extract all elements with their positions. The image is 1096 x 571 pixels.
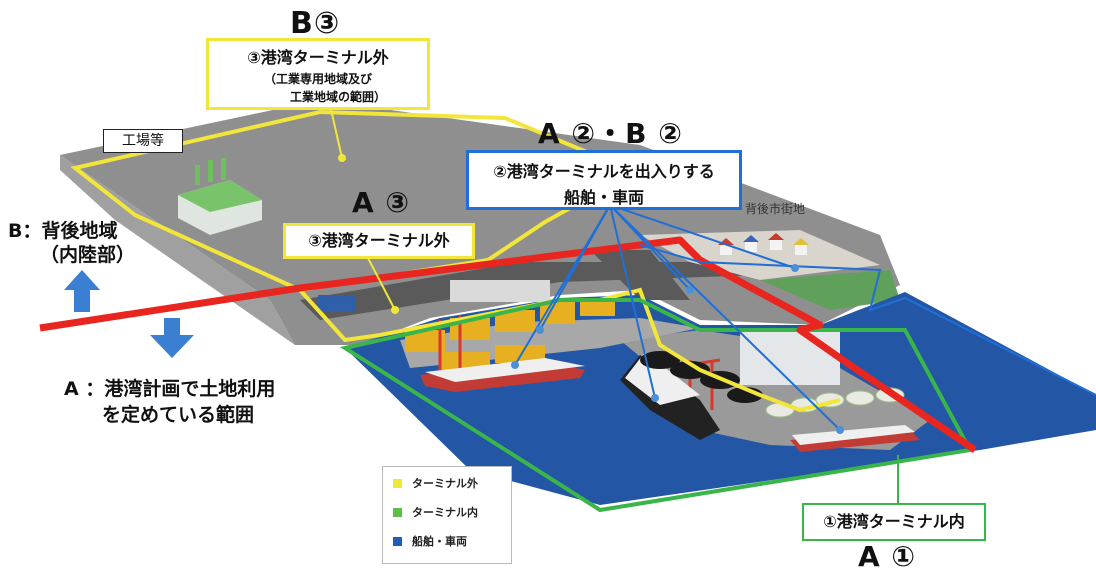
ship-icon [420,352,920,452]
green-area [760,270,900,310]
vehicle-pointer-dots [511,264,844,434]
outside-pointer-lines [329,104,396,311]
legend-label: 船舶・車両 [412,535,467,548]
legend-swatch [393,507,402,517]
factory-icon [178,158,262,235]
vehicle-area-line [639,244,1096,396]
a-area-line2: を定めている範囲 [102,404,255,426]
legend-label: ターミナル内 [412,506,478,519]
b3-box-line2: （工業専用地域及び [263,72,372,86]
planning-area-line [39,236,977,453]
a2b2-heading: A ②・B ② [538,117,683,150]
outer-boundary-line [70,109,640,293]
a-area-line1: A ：港湾計画で土地利用 [64,378,276,400]
legend-label: ターミナル外 [412,477,478,490]
a3-heading: A ③ [352,186,411,219]
factory-label: 工場等 [103,129,183,153]
outside-pointer-dot [391,306,399,314]
b3-box-title: ③港湾ターミナル外 [247,48,389,67]
a1-heading: A ① [858,540,917,571]
outside-pointer-dot [338,154,346,162]
b3-box-line3: 工業地域の範囲） [289,90,386,104]
a3-callout-box: ③港湾ターミナル外 [283,223,475,259]
b-area-line1: B：背後地域 [8,220,118,242]
road [590,250,690,300]
terminal-boundary-line [339,298,974,513]
legend-item-inside: ターミナル内 [383,499,511,525]
a2b2-box-line2: 船舶・車両 [563,188,644,207]
arrow-up-icon [64,270,100,312]
industrial-plant [740,330,840,385]
b3-callout-box: ③港湾ターミナル外 （工業専用地域及び 工業地域の範囲） [206,38,430,110]
arrow-down-icon [150,318,194,358]
legend-swatch [393,536,402,546]
legend-item-outside: ターミナル外 [383,470,511,496]
legend: ターミナル外 ターミナル内 船舶・車両 [382,466,512,564]
b3-heading: B③ [290,6,341,41]
terminal-outside-line [298,287,841,413]
warehouse [450,280,550,302]
vehicle-pointer-lines [514,204,841,431]
a2b2-box-line1: ②港湾ターミナルを出入りする [493,162,715,181]
urban-area-label: 背後市街地 [745,202,806,216]
legend-item-vehicles: 船舶・車両 [383,528,511,554]
legend-swatch [393,478,402,488]
a1-callout-box: ①港湾ターミナル内 [802,503,986,541]
a2b2-callout-box: ②港湾ターミナルを出入りする 船舶・車両 [466,150,742,210]
house-icon [718,233,809,255]
b-area-line2: （内陸部） [40,244,136,266]
blue-warehouse [318,295,356,311]
